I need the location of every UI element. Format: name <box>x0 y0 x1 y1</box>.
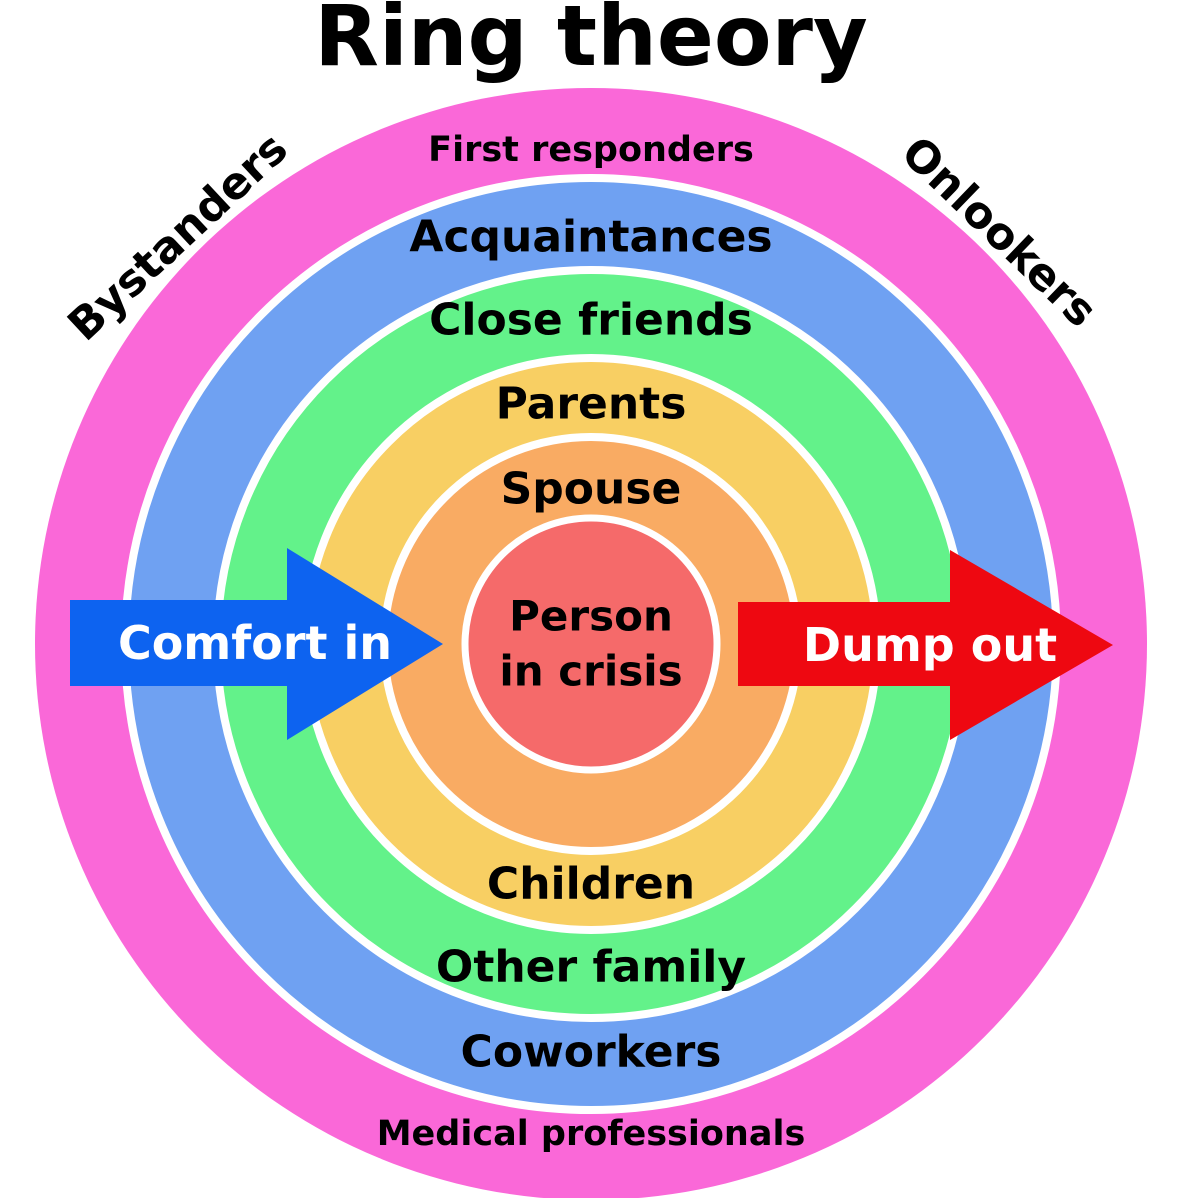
dump-out-arrow-icon <box>738 550 1113 740</box>
label-medical-professionals: Medical professionals <box>376 1114 806 1154</box>
center-circle-person-in-crisis <box>461 514 721 774</box>
label-other-family: Other family <box>435 941 747 993</box>
label-children: Children <box>486 858 696 910</box>
label-spouse: Spouse <box>500 463 682 515</box>
label-close-friends: Close friends <box>429 294 753 346</box>
label-comfort-in: Comfort in <box>117 616 393 670</box>
label-acquaintances: Acquaintances <box>409 211 773 263</box>
label-coworkers: Coworkers <box>460 1026 722 1078</box>
label-dump-out: Dump out <box>802 618 1058 672</box>
label-person-in-crisis-line2: in crisis <box>499 646 683 695</box>
label-person-in-crisis-line1: Person <box>509 591 673 641</box>
label-parents: Parents <box>495 378 687 430</box>
page-title: Ring theory <box>314 0 868 85</box>
label-person-in-crisis: Person in crisis <box>0 589 1182 698</box>
comfort-in-arrow-icon <box>70 548 443 740</box>
label-first-responders: First responders <box>428 130 754 170</box>
